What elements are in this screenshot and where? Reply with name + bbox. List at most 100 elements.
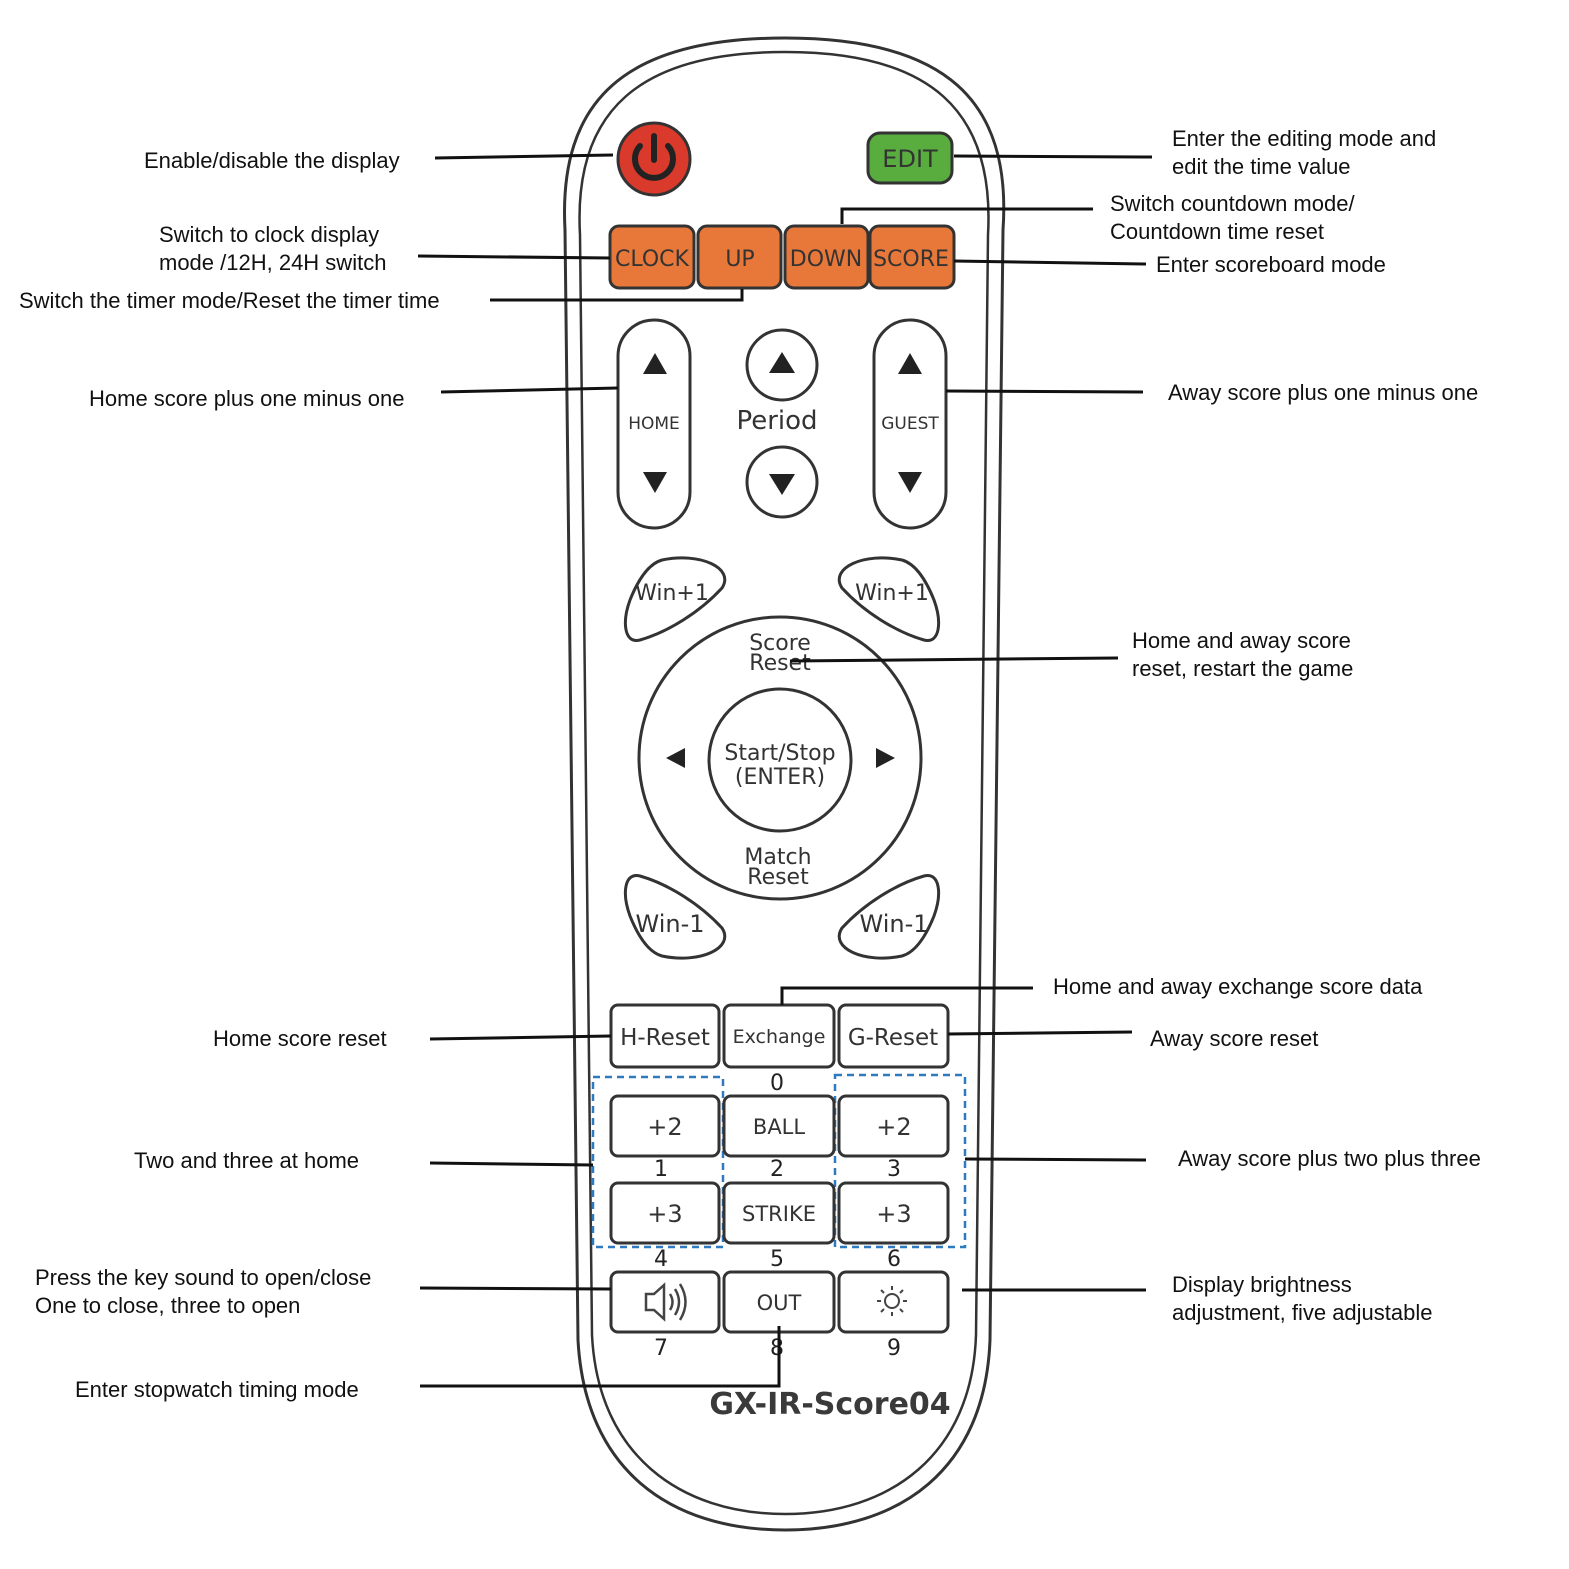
ann-score-reset-line2: reset, restart the game [1132, 656, 1353, 681]
ball-label: BALL [753, 1115, 805, 1139]
power-icon [632, 133, 676, 181]
ann-countdown-line1: Switch countdown mode/ [1110, 191, 1355, 216]
away-plus-three-label: +3 [876, 1200, 911, 1228]
ball-button[interactable]: BALL [722, 1094, 836, 1158]
digit-8: 8 [770, 1336, 784, 1361]
start-stop-label-line1: Start/Stop [724, 741, 835, 766]
digit-7: 7 [654, 1336, 668, 1361]
score-reset-label-line2: Reset [749, 651, 811, 676]
home-up-arrow-icon[interactable] [643, 353, 667, 374]
key-sound-button[interactable] [609, 1270, 721, 1334]
clock-label: CLOCK [615, 247, 690, 272]
score-label: SCORE [873, 247, 949, 272]
ann-sound-line2: One to close, three to open [35, 1293, 300, 1318]
start-stop-button[interactable]: Start/Stop (ENTER) [707, 687, 853, 833]
guest-win-plus-button[interactable]: Win+1 [837, 556, 941, 642]
period-up-arrow-icon [769, 352, 795, 373]
home-down-arrow-icon[interactable] [643, 472, 667, 493]
ann-away-score: Away score plus one minus one [1168, 380, 1478, 405]
period-down-arrow-icon [769, 474, 795, 495]
out-button[interactable]: OUT [722, 1270, 836, 1334]
home-plus-two-button[interactable]: +2 [609, 1094, 721, 1158]
ann-brightness-line2: adjustment, five adjustable [1172, 1300, 1433, 1325]
sun-icon [877, 1286, 907, 1316]
g-reset-button[interactable]: G-Reset [837, 1003, 950, 1069]
left-arrow-icon[interactable] [666, 748, 685, 768]
home-win-plus-button[interactable]: Win+1 [623, 556, 727, 642]
ann-scoreboard: Enter scoreboard mode [1156, 252, 1386, 277]
period-up-button[interactable] [745, 328, 819, 402]
digit-9: 9 [887, 1336, 901, 1361]
g-reset-label: G-Reset [848, 1025, 938, 1051]
strike-label: STRIKE [742, 1202, 816, 1226]
out-label: OUT [757, 1291, 802, 1315]
speaker-icon [644, 1282, 687, 1322]
remote-body-inner [578, 50, 990, 1516]
digit-0: 0 [770, 1071, 784, 1096]
ann-sound-line1: Press the key sound to open/close [35, 1265, 371, 1290]
home-win-minus-label: Win-1 [635, 910, 704, 938]
away-plus-two-button[interactable]: +2 [837, 1094, 950, 1158]
start-stop-label-line2: (ENTER) [735, 765, 825, 790]
home-plus-three-label: +3 [647, 1200, 682, 1228]
model-label: GX-IR-Score04 [709, 1387, 950, 1422]
guest-down-arrow-icon[interactable] [898, 472, 922, 493]
guest-win-minus-button[interactable]: Win-1 [837, 874, 941, 960]
h-reset-label: H-Reset [620, 1025, 710, 1051]
leader-lines [417, 153, 1153, 1388]
ann-exchange: Home and away exchange score data [1053, 974, 1423, 999]
right-arrow-icon[interactable] [876, 748, 895, 768]
up-button[interactable]: UP [696, 224, 783, 290]
brightness-button[interactable] [837, 1270, 950, 1334]
ann-home-reset: Home score reset [213, 1026, 387, 1051]
score-reset-label-line1: Score [749, 631, 811, 656]
exchange-button[interactable]: Exchange [722, 1003, 836, 1069]
ann-display: Enable/disable the display [144, 148, 400, 173]
ann-home-two-three: Two and three at home [134, 1148, 359, 1173]
guest-up-arrow-icon[interactable] [898, 353, 922, 374]
ann-score-reset-line1: Home and away score [1132, 628, 1351, 653]
h-reset-button[interactable]: H-Reset [609, 1003, 721, 1069]
strike-button[interactable]: STRIKE [722, 1181, 836, 1245]
digit-2: 2 [770, 1157, 784, 1182]
period-label: Period [736, 406, 817, 436]
away-points-group-box [833, 1073, 967, 1249]
ann-countdown-line2: Countdown time reset [1110, 219, 1324, 244]
digit-3: 3 [887, 1157, 901, 1182]
match-reset-label-line2: Reset [747, 865, 809, 890]
ann-home-score: Home score plus one minus one [89, 386, 405, 411]
ann-edit-line1: Enter the editing mode and [1172, 126, 1436, 151]
away-plus-three-button[interactable]: +3 [837, 1181, 950, 1245]
digit-4: 4 [654, 1247, 668, 1272]
home-win-minus-button[interactable]: Win-1 [623, 874, 727, 960]
home-points-group-box [591, 1075, 725, 1249]
digit-6: 6 [887, 1247, 901, 1272]
ann-clock-line1: Switch to clock display [159, 222, 379, 247]
edit-button[interactable]: EDIT [866, 131, 954, 185]
up-label: UP [725, 247, 754, 272]
guest-rocker[interactable]: GUEST [872, 318, 948, 530]
clock-button[interactable]: CLOCK [608, 224, 696, 290]
home-plus-two-label: +2 [647, 1113, 682, 1141]
score-button[interactable]: SCORE [868, 224, 956, 290]
ann-stopwatch: Enter stopwatch timing mode [75, 1377, 359, 1402]
home-plus-three-button[interactable]: +3 [609, 1181, 721, 1245]
period-down-button[interactable] [745, 445, 819, 519]
ann-away-two-three: Away score plus two plus three [1178, 1146, 1481, 1171]
match-reset-label-line1: Match [744, 845, 811, 870]
home-rocker[interactable]: HOME [616, 318, 692, 530]
digit-5: 5 [770, 1247, 784, 1272]
guest-win-minus-label: Win-1 [859, 910, 928, 938]
ann-clock-line2: mode /12H, 24H switch [159, 250, 386, 275]
guest-label: GUEST [881, 414, 939, 434]
power-button[interactable] [616, 121, 692, 197]
ann-brightness-line1: Display brightness [1172, 1272, 1352, 1297]
guest-win-plus-label: Win+1 [855, 581, 929, 606]
home-label: HOME [628, 414, 680, 434]
edit-label: EDIT [882, 145, 938, 173]
digit-1: 1 [654, 1157, 668, 1182]
ann-away-reset: Away score reset [1150, 1026, 1318, 1051]
down-button[interactable]: DOWN [783, 224, 870, 290]
exchange-label: Exchange [733, 1026, 826, 1048]
